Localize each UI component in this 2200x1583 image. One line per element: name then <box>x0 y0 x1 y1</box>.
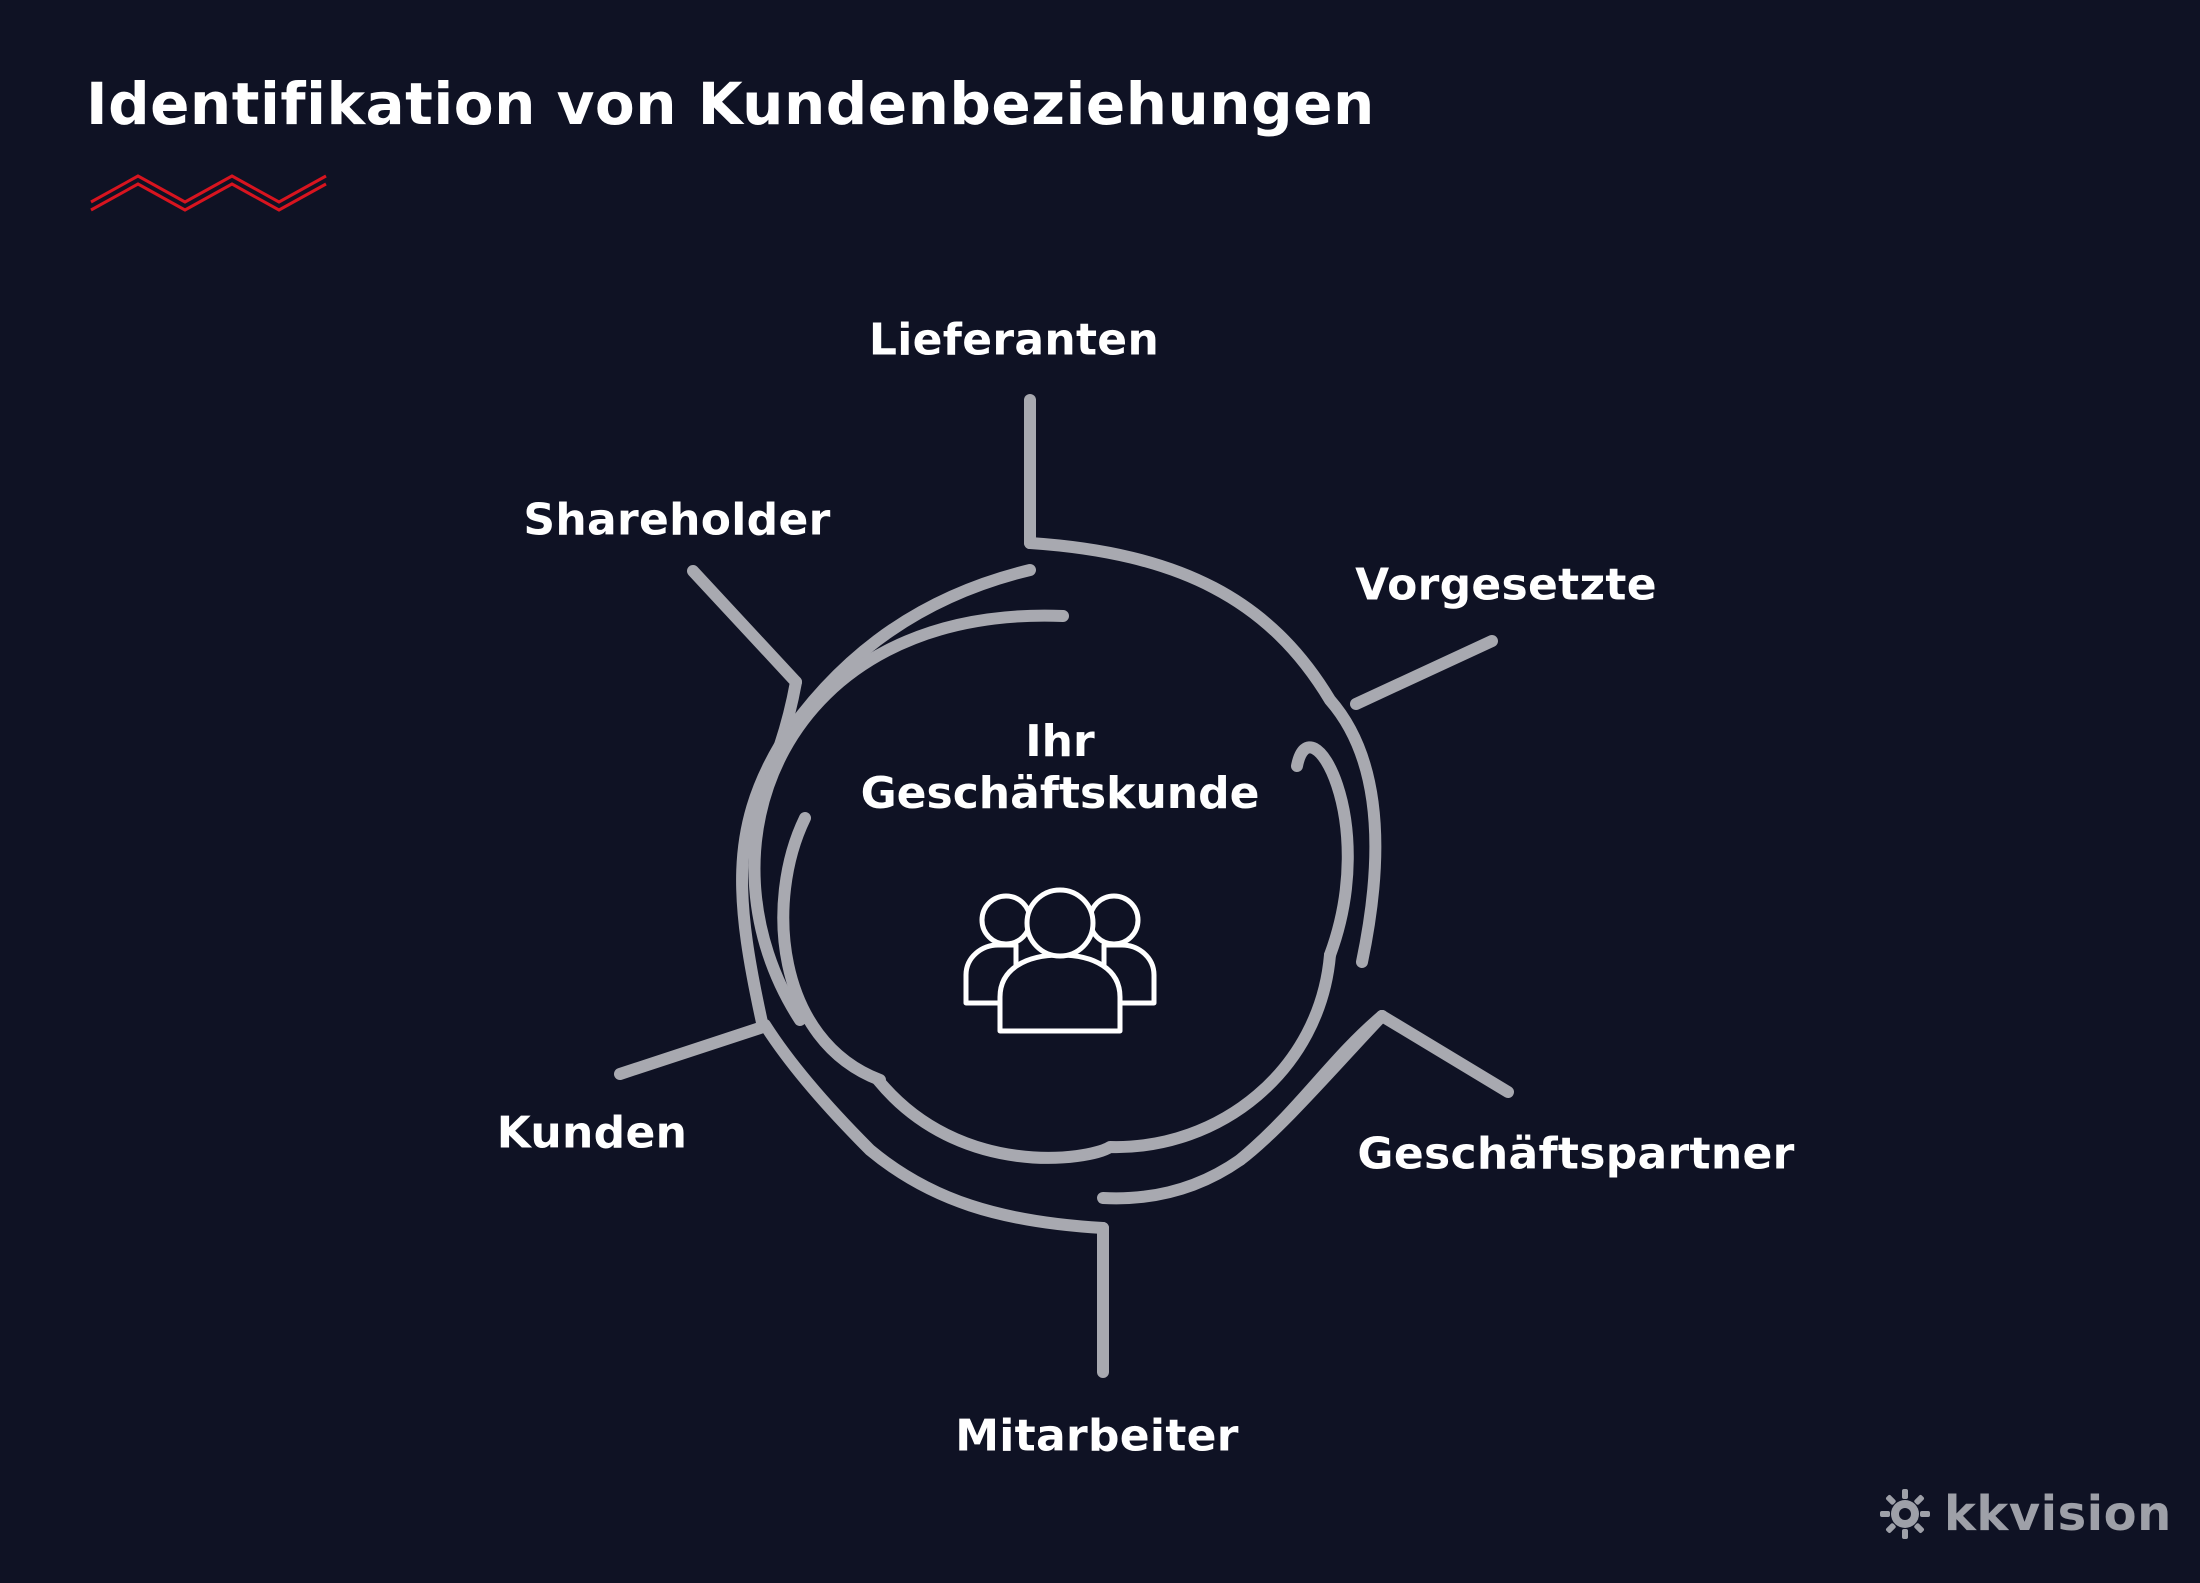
people-group-icon <box>963 887 1157 1034</box>
kkvision-logo: kkvision <box>1878 1484 2172 1544</box>
inner-arc-2 <box>777 812 886 1086</box>
spoke-kunden <box>614 1021 769 1080</box>
center-label: Ihr Geschäftskunde <box>861 716 1260 820</box>
node-shareholder: Shareholder <box>523 494 831 546</box>
center-label-line2: Geschäftskunde <box>860 768 1260 819</box>
inner-arc-1 <box>748 609 1069 1026</box>
gear-sun-icon <box>1880 1489 1930 1539</box>
spoke-geschaeftspartner <box>1376 1010 1514 1098</box>
inner-arc-4 <box>1291 741 1354 961</box>
center-label-line1: Ihr <box>1025 716 1095 767</box>
logo-text: kkvision <box>1944 1486 2172 1542</box>
zigzag-decoration <box>90 174 327 212</box>
outer-arc-4 <box>736 676 802 1033</box>
outer-arc-3 <box>759 1019 1109 1234</box>
outer-arc-2b <box>1234 1010 1388 1166</box>
outer-arc-1 <box>1024 537 1382 968</box>
node-lieferanten: Lieferanten <box>868 314 1160 366</box>
page-title: Identifikation von Kundenbeziehungen <box>86 70 1375 138</box>
node-kunden: Kunden <box>496 1107 688 1159</box>
spoke-shareholder <box>687 565 802 688</box>
node-geschaeftspartner: Geschäftspartner <box>1357 1128 1795 1180</box>
node-mitarbeiter: Mitarbeiter <box>955 1410 1239 1462</box>
inner-arc-3 <box>872 949 1336 1164</box>
node-vorgesetzte: Vorgesetzte <box>1355 559 1657 611</box>
spoke-vorgesetzte <box>1350 635 1498 710</box>
